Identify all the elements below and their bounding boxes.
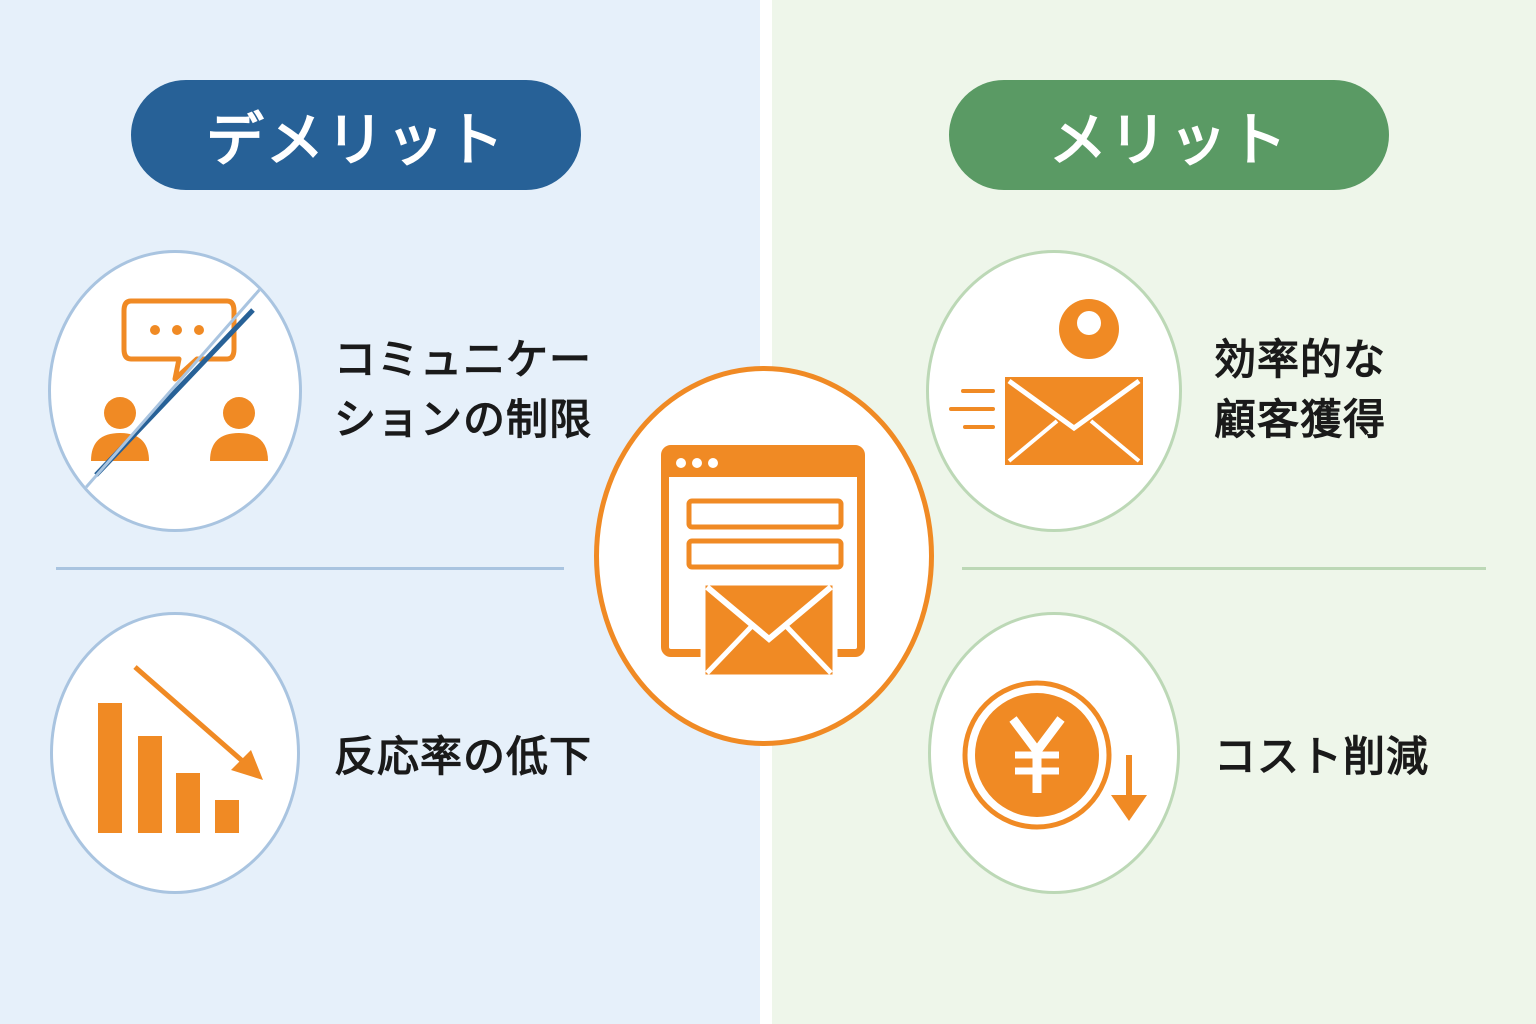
communication-limit-label: コミュニケー ションの制限 (334, 330, 592, 450)
declining-bar-chart-icon (98, 665, 263, 833)
email-form-icon (661, 445, 865, 680)
communication-limit-line2: ションの制限 (334, 395, 593, 444)
communication-limit-line1: コミュニケー (334, 335, 593, 384)
no-communication-icon-circle (48, 250, 302, 532)
email-form-icon-circle (594, 366, 934, 746)
email-notification-icon-circle (926, 250, 1182, 532)
customer-acquisition-label: 効率的な 顧客獲得 (1214, 330, 1386, 450)
cost-reduction-label: コスト削減 (1214, 732, 1430, 781)
customer-acquisition-line2: 顧客獲得 (1214, 395, 1387, 444)
declining-chart-icon-circle (50, 612, 300, 894)
merit-heading: メリット (949, 80, 1389, 190)
customer-acquisition-line1: 効率的な (1214, 335, 1387, 384)
yen-cost-down-icon (962, 680, 1147, 830)
merit-divider (962, 567, 1486, 570)
no-communication-icon (79, 287, 268, 494)
response-rate-label: 反応率の低下 (334, 732, 593, 781)
demerit-heading: デメリット (131, 80, 581, 190)
email-notification-icon (949, 299, 1143, 465)
yen-cost-down-icon-circle (928, 612, 1180, 894)
demerit-divider (56, 567, 564, 570)
